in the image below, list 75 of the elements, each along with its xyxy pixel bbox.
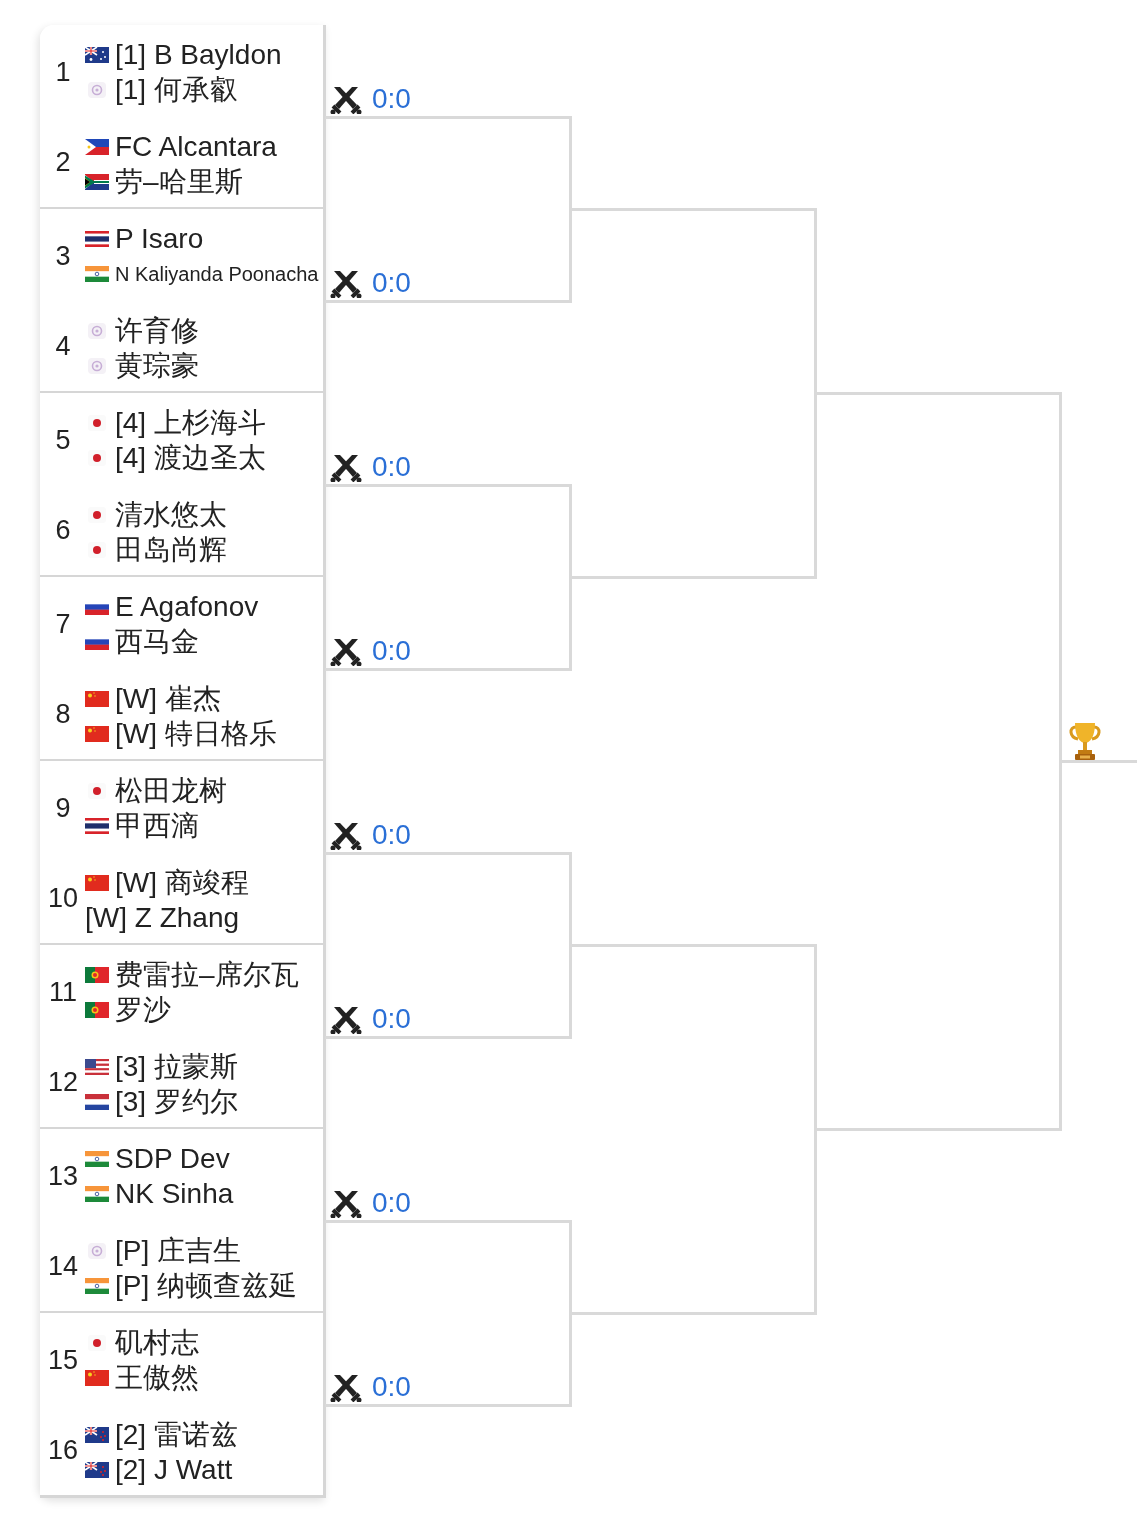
slot-number: 9 (54, 792, 72, 823)
player-name: [2] J Watt (115, 1453, 233, 1487)
player-name: 许育修 (115, 314, 199, 348)
match-score: 0:0 (372, 818, 411, 852)
player-name: [W] 崔杰 (115, 682, 221, 716)
match-score: 0:0 (372, 1002, 411, 1036)
match-score: 0:0 (372, 266, 411, 300)
player-name: [3] 拉蒙斯 (115, 1050, 238, 1084)
slot-number: 10 (46, 882, 79, 914)
player-name: [3] 罗约尔 (115, 1085, 238, 1119)
player-name: [4] 上杉海斗 (115, 406, 266, 440)
player-name: 劳–哈里斯 (115, 165, 243, 199)
player-name: 罗沙 (115, 993, 171, 1027)
slot-number: 15 (46, 1344, 79, 1375)
entry-slot (40, 577, 326, 670)
slot-number: 14 (46, 1250, 79, 1282)
entry-slot (40, 945, 326, 1038)
player-name: [1] 何承叡 (115, 73, 238, 107)
bracket-cell (570, 944, 817, 1315)
slot-number: 6 (54, 514, 72, 546)
slot-number: 3 (54, 240, 72, 271)
player-name: 松田龙树 (115, 774, 227, 808)
match-score: 0:0 (372, 1186, 411, 1220)
entry-slot (40, 1221, 326, 1314)
entry-slot (40, 393, 326, 486)
player-name: 黄琮豪 (115, 349, 199, 383)
entry-slot (40, 25, 326, 118)
player-name: [2] 雷诺兹 (115, 1418, 238, 1452)
player-name: 西马金 (115, 625, 199, 659)
player-name: [P] 庄吉生 (115, 1234, 241, 1268)
entry-slot (40, 1313, 326, 1406)
match-score: 0:0 (372, 450, 411, 484)
slot-number: 13 (46, 1160, 79, 1191)
match-score: 0:0 (372, 82, 411, 116)
player-name: NK Sinha (115, 1177, 234, 1211)
player-name: 费雷拉–席尔瓦 (115, 958, 299, 992)
slot-number: 1 (54, 56, 72, 87)
slot-number: 5 (54, 424, 72, 455)
player-name: N Kaliyanda Poonacha (115, 262, 319, 287)
player-name: 王傲然 (115, 1361, 199, 1395)
entry-slot (40, 485, 326, 578)
slot-number: 16 (46, 1434, 79, 1466)
player-name: [1] B Bayldon (115, 38, 282, 72)
player-name: E Agafonov (115, 590, 259, 624)
bracket-cell (815, 392, 1062, 1131)
slot-number: 7 (54, 608, 72, 639)
player-name: [W] Z Zhang (85, 901, 240, 935)
slot-number: 11 (48, 976, 78, 1007)
entry-slot (40, 669, 326, 762)
entry-slot (40, 301, 326, 394)
slot-number: 2 (54, 146, 72, 178)
match-score: 0:0 (372, 634, 411, 668)
player-name: 矶村志 (115, 1326, 199, 1360)
entry-slot (40, 117, 326, 210)
entry-slot (40, 853, 326, 946)
player-name: 田岛尚辉 (115, 533, 227, 567)
player-name: [W] 商竣程 (115, 866, 249, 900)
bracket-cell (570, 208, 817, 579)
player-name: FC Alcantara (115, 130, 277, 164)
entry-slot (40, 1405, 326, 1498)
entry-slot (40, 1037, 326, 1130)
entry-slot (40, 1129, 326, 1222)
player-name: [4] 渡边圣太 (115, 441, 266, 475)
player-name: [W] 特日格乐 (115, 717, 277, 751)
slot-number: 4 (54, 330, 72, 362)
match-score: 0:0 (372, 1370, 411, 1404)
slot-number: 12 (46, 1066, 79, 1098)
player-name: [P] 纳顿查兹延 (115, 1269, 297, 1303)
player-name: 甲西滴 (115, 809, 199, 843)
player-name: P Isaro (115, 222, 204, 256)
entry-slot (40, 761, 326, 854)
slot-number: 8 (54, 698, 72, 730)
entry-slot (40, 209, 326, 302)
player-name: SDP Dev (115, 1142, 230, 1176)
player-name: 清水悠太 (115, 498, 227, 532)
